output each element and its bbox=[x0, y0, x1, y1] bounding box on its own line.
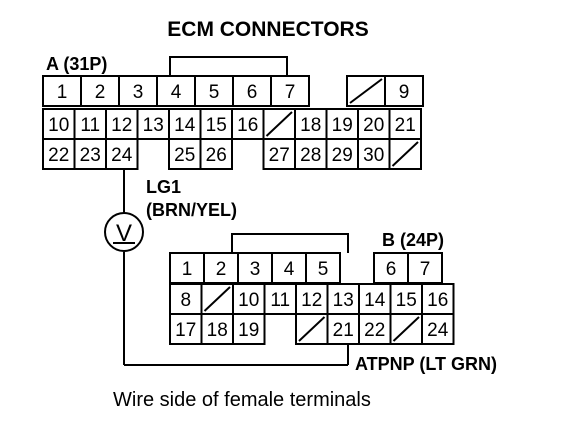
wire-atpnp-label: ATPNP (LT GRN) bbox=[355, 354, 497, 374]
connector-a-pin-label: 18 bbox=[300, 115, 321, 136]
connector-a-pin-label: 11 bbox=[80, 115, 100, 136]
connector-a-cavity bbox=[105, 138, 139, 170]
connector-b-pin-label: 5 bbox=[318, 259, 329, 280]
connector-b-label: B (24P) bbox=[382, 230, 444, 250]
connector-b-pin-label: 24 bbox=[427, 320, 449, 341]
connector-a-empty-cavity-slash bbox=[391, 141, 419, 167]
connector-a-cavity bbox=[388, 138, 422, 170]
connector-b-pin-label: 7 bbox=[420, 259, 431, 280]
connector-a-pin-label: 6 bbox=[247, 82, 258, 103]
connector-b-pin-label: 19 bbox=[238, 320, 259, 341]
connector-a-pin-label: 2 bbox=[95, 82, 106, 103]
connector-b-pin-label: 17 bbox=[175, 320, 196, 341]
connector-a-pin-label: 28 bbox=[300, 145, 321, 166]
connector-a-cavity bbox=[199, 138, 233, 170]
connector-b-empty-cavity-slash bbox=[203, 286, 231, 312]
connector-a-pin-label: 3 bbox=[133, 82, 144, 103]
connector-b-pin-label: 21 bbox=[333, 320, 354, 341]
connector-b-empty-cavity-slash bbox=[298, 316, 326, 342]
connector-a-label: A (31P) bbox=[46, 54, 107, 74]
connector-a-pin-label: 12 bbox=[111, 115, 132, 136]
connector-a-pin-label: 5 bbox=[209, 82, 220, 103]
connector-a-pin-label: 4 bbox=[171, 82, 182, 103]
connector-b-pin-label: 6 bbox=[386, 259, 397, 280]
wire-lg1-name: LG1 bbox=[146, 177, 181, 197]
connector-b-pin-label: 16 bbox=[427, 290, 448, 311]
connector-b-pin-label: 12 bbox=[301, 290, 322, 311]
wire-lg1-color: (BRN/YEL) bbox=[146, 200, 237, 220]
connector-a-empty-cavity-slash bbox=[265, 111, 293, 137]
connector-a-cavity bbox=[270, 75, 310, 107]
connector-b-pin-label: 2 bbox=[216, 259, 227, 280]
connector-b-pin-label: 3 bbox=[250, 259, 261, 280]
connector-b-lock-tab bbox=[231, 233, 349, 253]
connector-b-pin-label: 13 bbox=[333, 290, 354, 311]
diagram-caption: Wire side of female terminals bbox=[113, 389, 371, 411]
connector-a-empty-cavity-slash bbox=[349, 78, 383, 104]
connector-b-pin-label: 15 bbox=[396, 290, 417, 311]
connector-b-cavity bbox=[232, 313, 266, 345]
connector-a-pin-label: 10 bbox=[48, 115, 69, 136]
connector-a-pin-label: 7 bbox=[285, 82, 296, 103]
connector-b-pin-label: 14 bbox=[364, 290, 386, 311]
connector-a-pin-label: 13 bbox=[143, 115, 164, 136]
connector-b-pin-label: 10 bbox=[238, 290, 259, 311]
connector-a-pin-label: 26 bbox=[206, 145, 227, 166]
connector-b-cavity bbox=[421, 313, 455, 345]
connector-a-pin-label: 27 bbox=[269, 145, 290, 166]
connector-a-pin-label: 22 bbox=[48, 145, 69, 166]
connector-a-pin-label: 29 bbox=[332, 145, 353, 166]
connector-b-pin-label: 8 bbox=[180, 290, 191, 311]
connector-b-empty-cavity-slash bbox=[392, 316, 420, 342]
connector-a-pin-label: 15 bbox=[206, 115, 227, 136]
voltmeter-symbol: V bbox=[116, 220, 132, 247]
connector-b-pin-label: 4 bbox=[284, 259, 295, 280]
connector-b-pin-label: 22 bbox=[364, 320, 385, 341]
voltmeter-icon: V bbox=[104, 212, 144, 252]
connector-a-pin-label: 25 bbox=[174, 145, 195, 166]
connector-a-pin-label: 23 bbox=[80, 145, 101, 166]
connector-a-lock-tab bbox=[169, 56, 288, 76]
connector-b-pin-label: 11 bbox=[270, 290, 290, 311]
diagram-title: ECM CONNECTORS bbox=[167, 18, 368, 41]
connector-a-pin-label: 16 bbox=[237, 115, 258, 136]
connector-a-pin-label: 30 bbox=[363, 145, 384, 166]
connector-a-pin-label: 24 bbox=[111, 145, 133, 166]
connector-a-pin-label: 1 bbox=[57, 82, 68, 103]
connector-b-pin-label: 1 bbox=[182, 259, 193, 280]
connector-a-pin-label: 19 bbox=[332, 115, 353, 136]
connector-a-pin-label: 20 bbox=[363, 115, 384, 136]
connector-a-cavity bbox=[384, 75, 424, 107]
connector-a-pin-label: 14 bbox=[174, 115, 196, 136]
connector-a-pin-label: 21 bbox=[395, 115, 416, 136]
connector-b-pin-label: 18 bbox=[207, 320, 228, 341]
connector-a-pin-label: 9 bbox=[399, 82, 410, 103]
